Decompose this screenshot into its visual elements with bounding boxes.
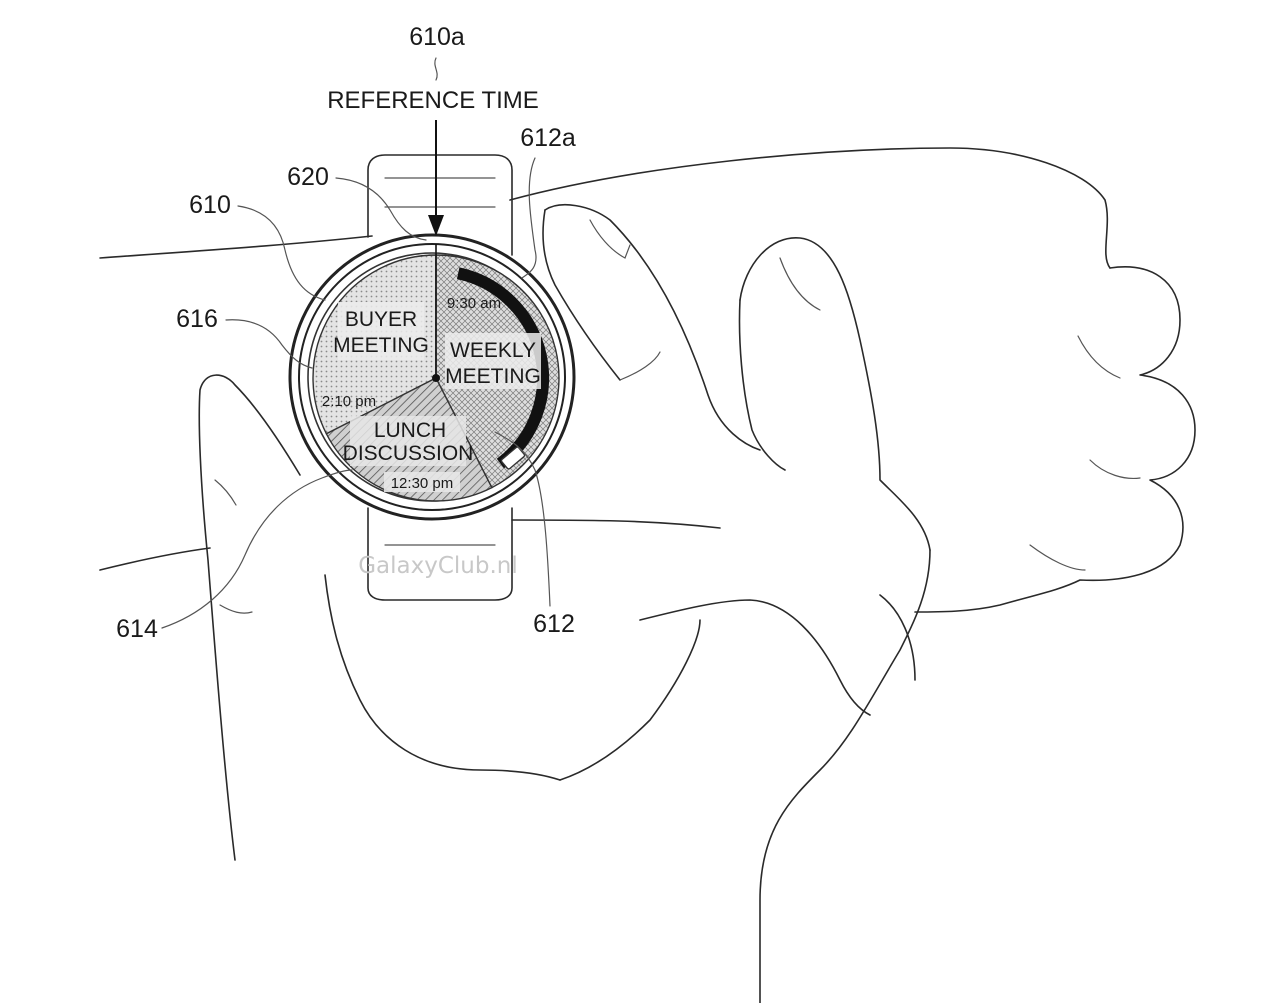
index-finger-under [542, 209, 621, 381]
callouts: 610a REFERENCE TIME 612a 620 610 616 614… [116, 23, 576, 643]
strap-bottom [367, 507, 513, 601]
thumb-crease [219, 604, 253, 614]
lunch-time-bg [384, 472, 460, 492]
buyer-line2: MEETING [333, 334, 429, 357]
middle-finger-side [738, 299, 786, 471]
lunch-label-bg [350, 416, 466, 466]
reference-time-arrowhead [428, 215, 444, 236]
palm-outline [759, 549, 931, 1003]
thumb-base [324, 574, 561, 781]
lower-arm-edge [99, 547, 211, 571]
index-finger [544, 204, 761, 451]
leader-614 [161, 469, 353, 629]
forearm-upper-edge [99, 235, 373, 259]
knuckle-crease-1 [1077, 335, 1121, 379]
reference-time-label: REFERENCE TIME [327, 87, 539, 114]
leader-616 [225, 319, 313, 369]
label-612: 612 [533, 610, 575, 638]
buyer-time: 2:10 pm [322, 393, 376, 410]
weekly-line1: WEEKLY [450, 339, 536, 362]
watch-face-text: BUYER MEETING 2:10 pm 9:30 am WEEKLY MEE… [322, 295, 541, 492]
arm-lower-edge [511, 519, 721, 529]
marker-612 [500, 446, 526, 470]
thumbnail [214, 479, 237, 506]
buyer-label-bg [338, 302, 424, 360]
strap-top [367, 154, 513, 256]
arm-top-edge [509, 147, 1111, 269]
watermark: GalaxyClub.nl [358, 553, 518, 579]
label-616: 616 [176, 305, 218, 333]
middle-finger [739, 237, 931, 551]
leader-612a [521, 157, 537, 279]
lunch-line1: LUNCH [374, 419, 446, 442]
weekly-label-bg [445, 333, 541, 389]
leader-620 [335, 177, 427, 241]
weekly-time: 9:30 am [447, 295, 501, 312]
thumb [198, 374, 301, 861]
wrist-under-edge [879, 594, 916, 681]
leader-612 [494, 431, 551, 607]
label-612a: 612a [520, 124, 576, 152]
lunch-time: 12:30 pm [391, 475, 454, 492]
lunch-line2: DISCUSSION [343, 442, 474, 465]
knuckle-crease-2 [1089, 459, 1141, 480]
index-fingernail [589, 219, 631, 259]
fist-knuckles [914, 266, 1196, 613]
knuckle-crease-3 [1029, 544, 1086, 571]
label-620: 620 [287, 163, 329, 191]
hand-illustration [99, 147, 1196, 1003]
label-614: 614 [116, 615, 158, 643]
leader-610a [434, 57, 438, 81]
palm-inner [639, 599, 871, 716]
label-610: 610 [189, 191, 231, 219]
weekly-line2: MEETING [445, 365, 541, 388]
middle-fingernail [779, 257, 821, 311]
buyer-line1: BUYER [345, 308, 417, 331]
palm-lower [559, 619, 701, 781]
index-crease [619, 351, 661, 381]
label-610a: 610a [409, 23, 465, 51]
leader-610 [237, 205, 326, 301]
